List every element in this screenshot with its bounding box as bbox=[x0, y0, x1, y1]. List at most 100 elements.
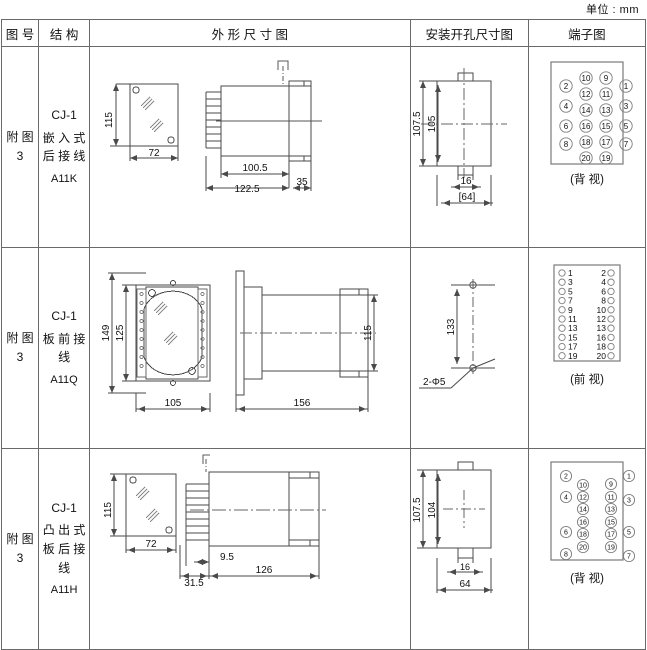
terminal-circle bbox=[604, 502, 617, 516]
terminal-number: 7 bbox=[624, 140, 629, 149]
cell-mounting-drawing: 107.5 104 16 64 bbox=[409, 448, 529, 650]
dim-105: 105 bbox=[165, 398, 182, 409]
terminal-circle bbox=[604, 477, 617, 491]
terminal-number: 18 bbox=[596, 342, 606, 352]
dim-107-5: 107.5 bbox=[412, 111, 423, 136]
terminal-number: 1 bbox=[627, 473, 631, 480]
terminal-number: 17 bbox=[607, 531, 615, 538]
terminal-circle bbox=[558, 296, 566, 305]
header-structure: 结 构 bbox=[38, 19, 91, 47]
terminal-circle bbox=[607, 333, 615, 342]
terminal-number: 20 bbox=[581, 154, 590, 163]
terminal-number: 18 bbox=[581, 138, 590, 147]
terminal-number: 3 bbox=[624, 102, 629, 111]
structure-code: A11K bbox=[51, 172, 78, 185]
terminal-number: 9 bbox=[568, 305, 573, 315]
terminal-circle bbox=[576, 527, 589, 541]
terminal-view-label: (背 视) bbox=[570, 571, 604, 585]
unit-note: 单位 : mm bbox=[586, 4, 639, 16]
cell-mounting-drawing: 107.5 105 16 [64] bbox=[409, 46, 529, 248]
terminal-circle bbox=[559, 99, 573, 113]
terminal-circle bbox=[607, 324, 615, 332]
terminal-circle bbox=[559, 547, 572, 561]
terminal-number: 4 bbox=[564, 494, 568, 501]
terminal-number: 15 bbox=[568, 332, 578, 342]
terminal-number: 5 bbox=[624, 122, 629, 131]
terminal-circle bbox=[576, 540, 589, 554]
terminal-view-label: (背 视) bbox=[570, 172, 604, 186]
terminal-number: 2 bbox=[564, 473, 568, 480]
terminal-number: 19 bbox=[601, 154, 610, 163]
terminal-number: 8 bbox=[564, 551, 568, 558]
terminal-circle bbox=[576, 490, 589, 504]
structure-desc: 板 前 接 线 bbox=[42, 331, 86, 365]
outline-drawing-r3: 115 72 9.5 31.5 126 bbox=[103, 454, 327, 589]
terminal-circle bbox=[558, 278, 566, 286]
dim-156: 156 bbox=[294, 398, 311, 409]
terminal-number: 16 bbox=[596, 332, 606, 342]
terminal-circle bbox=[607, 296, 615, 305]
terminal-number: 19 bbox=[568, 351, 578, 361]
header-drawing-no: 图 号 bbox=[0, 19, 40, 47]
header-outline-dimension: 外 形 尺 寸 图 bbox=[89, 19, 411, 47]
specification-table: 图 号 结 构 外 形 尺 寸 图 安装开孔尺寸图 端子图 附 图 3 CJ-1… bbox=[0, 19, 647, 650]
terminal-circle bbox=[607, 287, 615, 296]
cell-outline-drawing: 115 72 100.5 35 122.5 bbox=[89, 46, 411, 248]
dim-125: 125 bbox=[115, 324, 126, 341]
dim-115: 115 bbox=[104, 112, 115, 128]
terminal-circle bbox=[579, 103, 593, 117]
dim-133: 133 bbox=[446, 318, 457, 335]
terminal-circle bbox=[558, 287, 566, 296]
terminal-number: 3 bbox=[568, 277, 573, 287]
mounting-drawing-r3: 107.5 104 16 64 bbox=[412, 461, 493, 593]
terminal-number: 11 bbox=[602, 90, 611, 99]
table-row: 附 图 3 CJ-1 凸 出 式 板 后 接 线 A11H bbox=[0, 448, 647, 650]
terminal-number: 6 bbox=[601, 286, 606, 296]
dim-72: 72 bbox=[149, 148, 161, 159]
terminal-number: 19 bbox=[607, 544, 615, 551]
terminal-circle bbox=[604, 515, 617, 529]
terminal-number: 16 bbox=[581, 122, 590, 131]
terminal-circle bbox=[607, 278, 615, 286]
terminal-number: 8 bbox=[601, 296, 606, 306]
terminal-number: 1 bbox=[624, 82, 629, 91]
terminal-circle bbox=[576, 502, 589, 516]
terminal-number: 15 bbox=[601, 122, 610, 131]
terminal-circle bbox=[619, 119, 633, 133]
dim-64: [64] bbox=[458, 192, 475, 203]
terminal-circle bbox=[576, 515, 589, 529]
terminal-number: 1 bbox=[568, 268, 573, 278]
cell-drawing-no: 附 图 3 bbox=[0, 448, 40, 650]
terminal-circle bbox=[619, 137, 633, 151]
terminal-circle bbox=[599, 71, 613, 85]
terminal-number: 20 bbox=[596, 351, 606, 361]
terminal-number: 20 bbox=[579, 544, 587, 551]
dim-64: 64 bbox=[459, 579, 471, 590]
terminal-circle bbox=[622, 493, 635, 507]
dim-115: 115 bbox=[103, 502, 114, 518]
dim-107-5: 107.5 bbox=[412, 497, 423, 522]
terminal-number: 6 bbox=[564, 122, 569, 131]
terminal-circle bbox=[604, 490, 617, 504]
cell-drawing-no: 附 图 3 bbox=[0, 46, 40, 248]
terminal-number: 5 bbox=[627, 529, 631, 536]
mounting-drawing-r1: 107.5 105 16 [64] bbox=[412, 68, 507, 206]
terminal-circle bbox=[576, 478, 589, 492]
terminal-number: 12 bbox=[596, 314, 606, 324]
terminal-circle bbox=[607, 306, 615, 314]
structure-desc: 嵌 入 式 后 接 线 bbox=[42, 130, 86, 164]
terminal-circle bbox=[622, 525, 635, 539]
terminal-number: 6 bbox=[564, 529, 568, 536]
header-terminal-diagram: 端子图 bbox=[527, 19, 647, 47]
terminal-circle bbox=[559, 79, 573, 93]
structure-model: CJ-1 bbox=[51, 108, 77, 123]
terminal-circle bbox=[622, 549, 635, 563]
structure-code: A11H bbox=[50, 584, 78, 597]
terminal-number: 11 bbox=[568, 314, 577, 324]
dim-115: 115 bbox=[363, 325, 374, 341]
